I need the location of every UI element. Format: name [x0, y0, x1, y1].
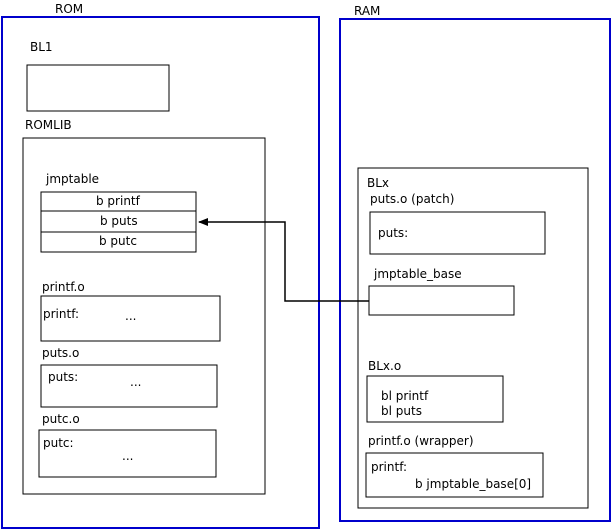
printf-o-label: printf:	[43, 307, 79, 321]
bl1-title: BL1	[30, 40, 53, 54]
putc-o-box	[38, 429, 217, 478]
printf-wrapper-box	[365, 452, 544, 498]
bl1-box	[26, 64, 170, 112]
puts-o-title: puts.o	[42, 346, 79, 360]
jmptable-entry-1: b puts	[100, 214, 138, 228]
jmptable-title: jmptable	[45, 172, 99, 186]
ram-title: RAM	[354, 4, 380, 18]
rom-region: ROM BL1 ROMLIB jmptable b printf b puts …	[1, 2, 320, 529]
printf-wrapper-code: b jmptable_base[0]	[415, 477, 531, 491]
putc-o-title: putc.o	[42, 412, 80, 426]
ram-region-border	[339, 18, 611, 522]
printf-o-box	[40, 295, 221, 342]
blx-o-line-0: bl printf	[381, 389, 429, 403]
printf-o-dots: ...	[125, 309, 136, 323]
putc-o-dots: ...	[122, 449, 133, 463]
ram-region: RAM BLx puts.o (patch) puts: jmptable_ba…	[339, 4, 611, 522]
blx-o-line-1: bl puts	[381, 404, 422, 418]
jmptable-base-title: jmptable_base	[373, 267, 462, 281]
puts-patch-box	[369, 211, 546, 255]
puts-o-dots: ...	[130, 375, 141, 389]
rom-title: ROM	[55, 2, 83, 16]
jmptable-entry-2-box	[40, 231, 197, 253]
blx-title: BLx	[367, 176, 389, 190]
puts-o-box	[40, 364, 218, 408]
puts-o-label: puts:	[48, 370, 78, 384]
blx-o-title: BLx.o	[368, 359, 401, 373]
jmptable-base-box	[368, 285, 515, 316]
puts-patch-title: puts.o (patch)	[370, 192, 454, 206]
printf-wrapper-label: printf:	[371, 460, 407, 474]
jmptable-base-arrow	[198, 218, 369, 302]
jmptable: b printf b puts b putc	[40, 191, 197, 253]
printf-wrapper-title: printf.o (wrapper)	[368, 434, 474, 448]
blx-o-box	[366, 375, 504, 423]
jmptable-entry-2: b putc	[99, 234, 137, 248]
puts-patch-label: puts:	[378, 226, 408, 240]
rom-region-border	[1, 16, 320, 529]
jmptable-entry-0: b printf	[96, 194, 141, 208]
romlib-box	[22, 137, 266, 495]
blx-box	[357, 167, 589, 509]
printf-o-title: printf.o	[42, 280, 85, 294]
romlib-title: ROMLIB	[25, 118, 72, 132]
putc-o-label: putc:	[43, 436, 74, 450]
